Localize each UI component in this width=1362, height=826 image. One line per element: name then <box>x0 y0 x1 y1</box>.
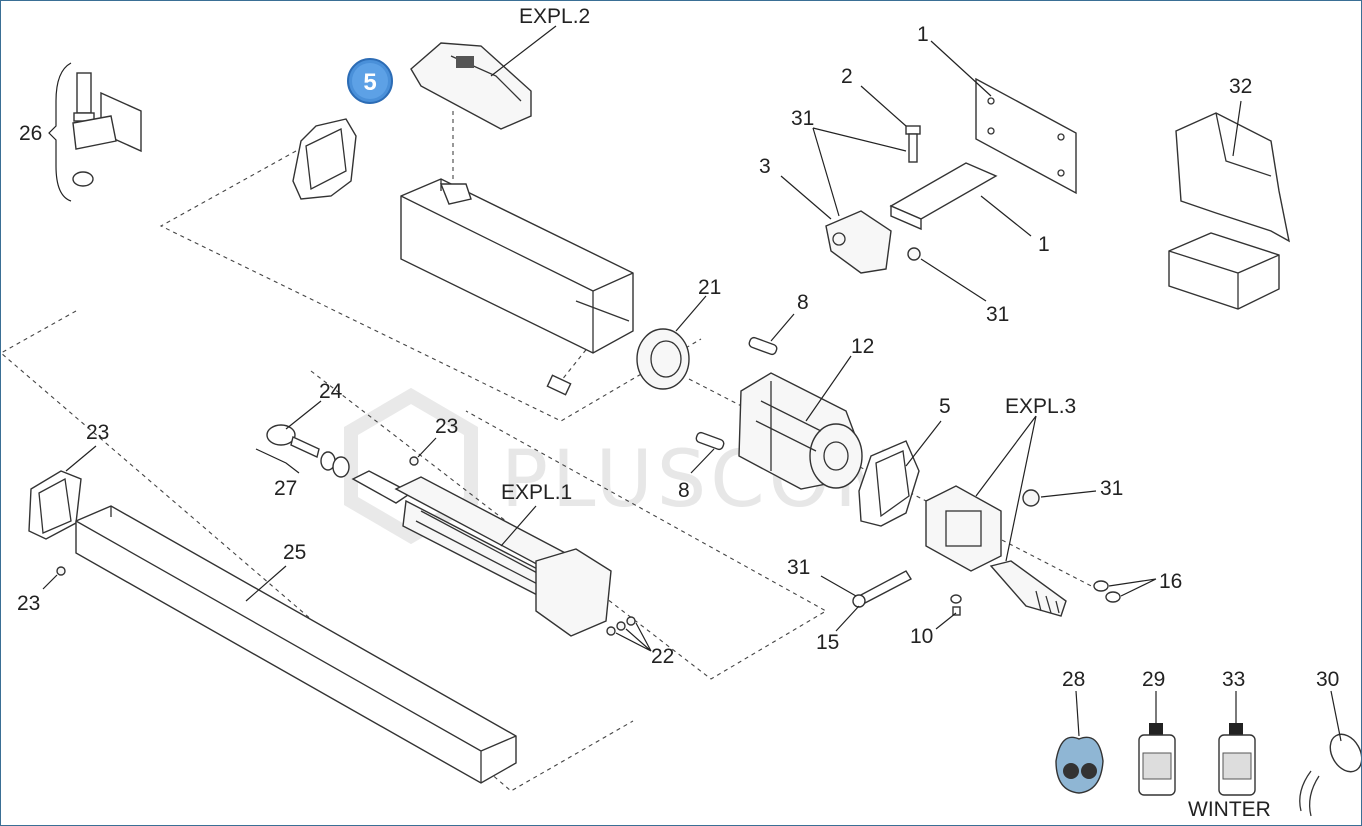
part-labels: EXPL.2 1 2 31 3 1 31 32 26 21 8 12 5 EXP… <box>17 5 1339 821</box>
part-25-cover-tube <box>75 505 517 784</box>
label-28: 28 <box>1062 668 1085 691</box>
part-26-bracket-kit <box>48 62 142 202</box>
expl-2-cover <box>410 25 557 130</box>
label-5: 5 <box>939 395 951 418</box>
part-31-nut-pump <box>1022 489 1097 507</box>
label-10: 10 <box>910 625 933 648</box>
expl-3-pump <box>925 415 1067 617</box>
part-2-pin <box>860 85 921 163</box>
label-27: 27 <box>274 477 297 500</box>
label-expl-3: EXPL.3 <box>1005 395 1076 418</box>
label-8-top: 8 <box>797 291 809 314</box>
label-8-bottom: 8 <box>678 479 690 502</box>
part-5-gasket <box>858 420 942 527</box>
callout-badge: 5 <box>347 58 393 104</box>
label-expl-2: EXPL.2 <box>519 5 590 28</box>
label-32: 32 <box>1229 75 1252 98</box>
part-3-clevis <box>780 127 907 274</box>
label-23-mid: 23 <box>435 415 458 438</box>
part-24-rod-eye <box>255 400 350 478</box>
part-28-bag <box>1055 690 1104 794</box>
label-26: 26 <box>19 122 42 145</box>
label-29: 29 <box>1142 668 1165 691</box>
badge-number: 5 <box>363 69 376 96</box>
label-31-top: 31 <box>791 107 814 130</box>
label-16: 16 <box>1159 570 1182 593</box>
expl-1-cylinder <box>351 470 612 637</box>
label-12: 12 <box>851 335 874 358</box>
part-16-washers <box>1093 578 1157 603</box>
label-expl-1: EXPL.1 <box>501 481 572 504</box>
label-25: 25 <box>283 541 306 564</box>
gasket-part <box>292 118 357 200</box>
part-29-bottle <box>1138 691 1176 796</box>
part-12-motor <box>738 355 863 490</box>
label-31-bolt: 31 <box>787 556 810 579</box>
part-10-screw <box>935 594 962 630</box>
label-23-left: 23 <box>17 592 40 615</box>
label-22: 22 <box>651 645 674 668</box>
label-33: 33 <box>1222 668 1245 691</box>
label-31-pump: 31 <box>1100 477 1123 500</box>
label-15: 15 <box>816 631 839 654</box>
label-31-plate: 31 <box>986 303 1009 326</box>
label-1-bottom: 1 <box>1038 233 1050 256</box>
label-24: 24 <box>319 380 343 403</box>
part-31-nut-plate <box>907 247 987 302</box>
part-33-bottle <box>1218 691 1256 796</box>
part-21-flange <box>636 295 707 390</box>
label-1-top: 1 <box>917 23 929 46</box>
label-3: 3 <box>759 155 771 178</box>
label-2: 2 <box>841 65 853 88</box>
part-1-plates <box>889 40 1077 237</box>
label-21: 21 <box>698 276 721 299</box>
part-23-screws <box>42 437 437 590</box>
part-8-pins <box>690 313 795 474</box>
label-23-cap: 23 <box>86 421 109 444</box>
part-23-end-cap <box>28 445 97 540</box>
part-22-nuts <box>606 616 652 652</box>
label-30: 30 <box>1316 668 1339 691</box>
motor-housing-tube <box>400 178 634 396</box>
part-32-box <box>1168 100 1290 310</box>
part-15-bolt <box>820 570 912 632</box>
label-winter: WINTER <box>1188 798 1271 821</box>
part-30-capacitor <box>1299 690 1361 817</box>
